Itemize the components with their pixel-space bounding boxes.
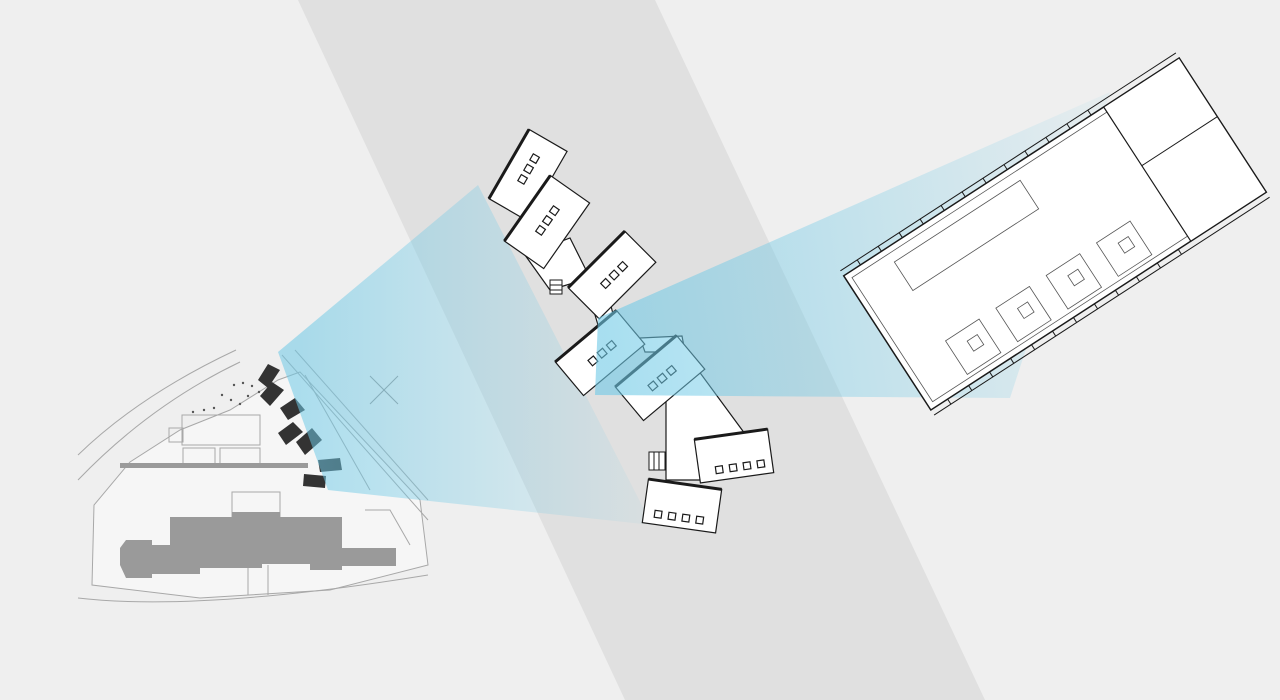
zoom-highlight-site [278,185,652,525]
room-module-2 [503,174,591,270]
block-2 [260,382,284,406]
courtyard-building [181,414,261,446]
detail-bench [893,179,1040,292]
road-edge [77,361,241,481]
lower-road [247,509,411,595]
block-1 [258,364,280,388]
terrace-strip [120,463,308,468]
floor-plan-cluster [487,128,775,534]
stair-icon [648,451,666,471]
room-module-7 [641,477,723,534]
detail-annex-divider [1141,116,1218,167]
wing-a [168,427,184,443]
tree-dots [191,381,261,414]
detail-outer-wall-top [840,52,1177,272]
detail-outer-wall-bottom [933,196,1270,416]
detail-annex [1102,57,1268,243]
room-module-6 [693,427,775,484]
block-7 [303,474,326,488]
block-4 [278,422,303,445]
room-module-1 [487,128,568,222]
existing-building [120,512,396,578]
detail-window-mullions [856,109,1182,405]
detail-floor-plan [840,52,1270,416]
room-module-3 [567,230,657,320]
entry-steps [549,279,563,295]
road-outer [77,574,429,603]
detail-desks [944,220,1153,375]
road-inner [77,349,237,456]
